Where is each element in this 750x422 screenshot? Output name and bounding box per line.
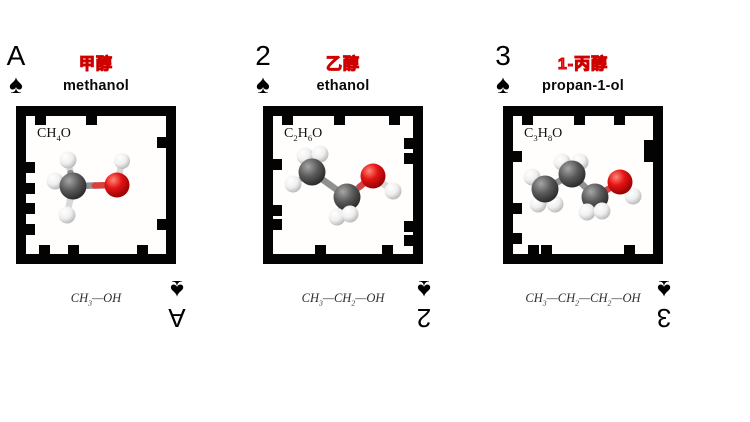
molecular-formula: CH4O (37, 126, 71, 143)
marker-notch (644, 151, 653, 163)
molecule-3d-model (46, 151, 130, 224)
structural-formula: CH3—CH2—CH2—OH (525, 291, 641, 308)
card-rank: 2 (255, 40, 271, 71)
card-corner-bottom-right: 2 ♠ (410, 275, 438, 333)
marker-notch (404, 234, 413, 246)
marker-notch (315, 245, 327, 254)
structural-formula: CH3—OH (70, 291, 122, 308)
card-corner-top-left: 3 ♠ (489, 40, 517, 99)
marker-notch (26, 162, 35, 174)
marker-notch (157, 219, 166, 230)
card-rank-inverted: 3 (656, 303, 672, 333)
compound-name-chinese: 乙醇 (325, 55, 360, 73)
spade-suit-icon: ♠ (9, 69, 23, 99)
marker-notch (513, 203, 522, 215)
spade-suit-icon: ♠ (496, 69, 510, 99)
marker-notch (34, 116, 46, 125)
fiducial-marker-frame: C3H8O (503, 106, 663, 264)
marker-notch (388, 116, 400, 125)
marker-notch (26, 203, 35, 215)
fiducial-marker-frame: CH4O (16, 106, 176, 264)
marker-notch (382, 245, 394, 254)
spade-suit-icon-inverted: ♠ (417, 275, 431, 305)
compound-name-chinese: 1-丙醇 (557, 55, 609, 73)
marker-notch (644, 140, 653, 151)
marker-notch (513, 233, 522, 245)
card-corner-bottom-right: 3 ♠ (650, 275, 678, 333)
card-rank: 3 (495, 40, 511, 71)
marker-notch (513, 151, 522, 163)
molecule-3d-model (284, 145, 402, 226)
card-corner-bottom-right: A ♠ (163, 275, 191, 333)
compound-name-english: propan-1-ol (542, 78, 624, 94)
fiducial-marker-frame: C2H6O (263, 106, 423, 264)
marker-notch (273, 158, 282, 170)
structural-formula: CH3—CH2—OH (301, 291, 385, 308)
marker-notch (273, 204, 282, 216)
card-corner-top-left: A ♠ (2, 40, 30, 99)
marker-notch (404, 152, 413, 164)
marker-notch (574, 116, 586, 125)
compound-name-english: ethanol (316, 78, 370, 94)
marker-notch (39, 245, 51, 254)
card-corner-top-left: 2 ♠ (249, 40, 277, 99)
card-rank-inverted: 2 (416, 303, 432, 333)
marker-notch (26, 223, 35, 235)
marker-notch (521, 116, 533, 125)
marker-notch (404, 220, 413, 232)
card-rank-inverted: A (168, 303, 186, 333)
marker-notch (157, 136, 166, 148)
marker-notch (623, 245, 635, 254)
marker-notch (527, 245, 539, 254)
card-rank: A (6, 40, 26, 71)
spade-suit-icon-inverted: ♠ (170, 275, 184, 305)
molecular-formula: C3H8O (524, 126, 563, 143)
molecule-3d-model (523, 153, 642, 221)
marker-notch (68, 245, 80, 254)
flashcard-ethanol: 2 ♠ 乙醇 ethanol C2H6O CH3—CH2—OH 2 ♠ (247, 0, 479, 345)
marker-notch (136, 245, 148, 254)
marker-notch (334, 116, 346, 125)
molecular-formula: C2H6O (284, 126, 323, 143)
marker-notch (404, 138, 413, 150)
compound-name-chinese: 甲醇 (78, 55, 113, 73)
spade-suit-icon-inverted: ♠ (657, 275, 671, 305)
marker-notch (273, 219, 282, 230)
marker-notch (281, 116, 293, 125)
marker-notch (614, 116, 626, 125)
flashcard-propan-1-ol: 3 ♠ 1-丙醇 propan-1-ol C3H8O CH3—CH2—CH2—O… (487, 0, 719, 345)
flashcard-methanol: A ♠ 甲醇 methanol CH4O CH3—OH A ♠ (0, 0, 232, 345)
marker-notch (540, 245, 552, 254)
marker-notch (26, 182, 35, 194)
spade-suit-icon: ♠ (256, 69, 270, 99)
compound-name-english: methanol (62, 78, 130, 94)
marker-notch (85, 116, 97, 125)
